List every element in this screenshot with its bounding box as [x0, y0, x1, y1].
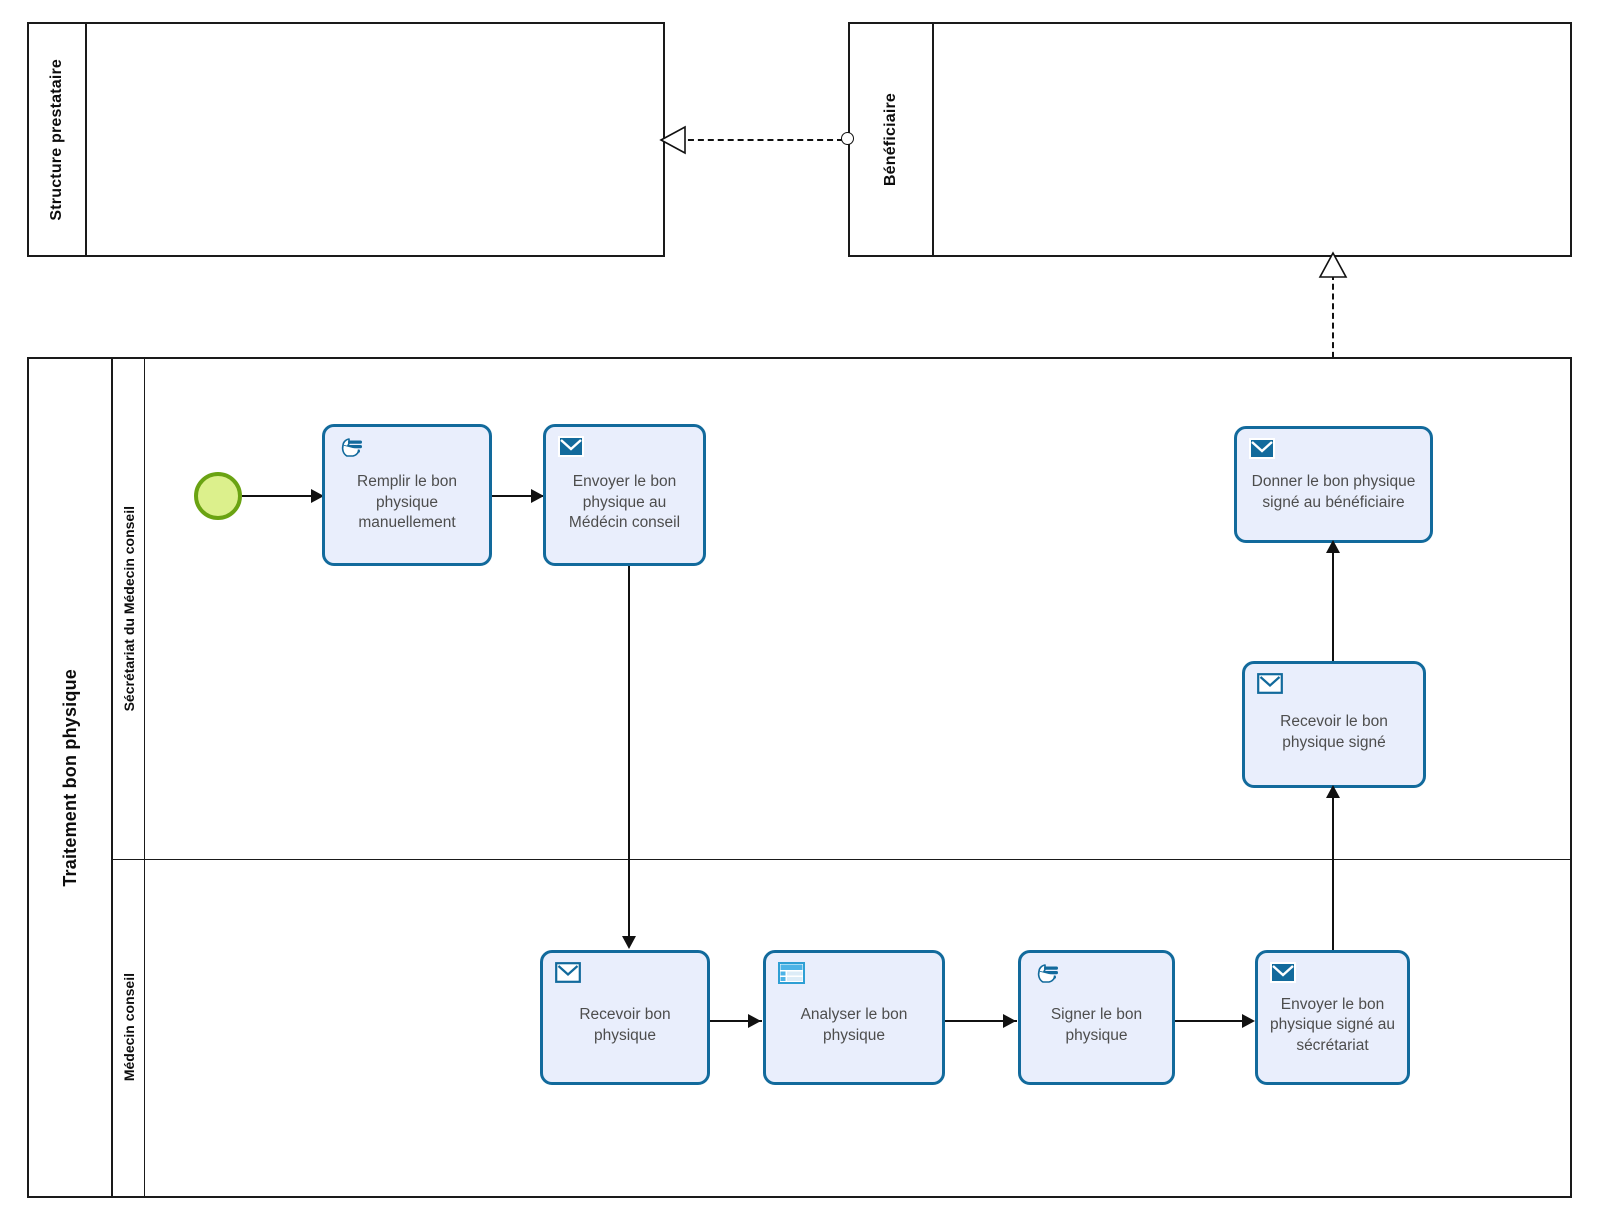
pool-header-beneficiaire: Bénéficiaire: [850, 24, 934, 255]
task-recevoir-bon-physique[interactable]: Recevoir bon physique: [540, 950, 710, 1085]
sequence-flow-line: [1175, 1020, 1247, 1022]
manual-task-hand-icon: [1033, 962, 1059, 984]
sequence-flow-line: [945, 1020, 1017, 1022]
task-label: Envoyer le bon physique au Médécin conse…: [568, 473, 681, 532]
receive-task-envelope-icon: [555, 962, 581, 984]
task-remplir-bon-physique[interactable]: Remplir le bon physique manuellement: [322, 424, 492, 566]
task-label: Signer le bon physique: [1050, 1006, 1143, 1044]
receive-task-envelope-icon: [1257, 673, 1283, 695]
lane-label-secretariat: Sécrétariat du Médecin conseil: [120, 506, 137, 712]
sequence-flow-line: [710, 1020, 762, 1022]
task-label: Analyser le bon physique: [800, 1006, 908, 1044]
pool-label-beneficiaire: Bénéficiaire: [882, 92, 899, 187]
task-analyser-bon-physique[interactable]: Analyser le bon physique: [763, 950, 945, 1085]
sequence-flow-arrowhead-icon: [531, 489, 544, 503]
send-task-envelope-icon: [1270, 962, 1296, 984]
pool-header-structure-prestataire: Structure prestataire: [29, 24, 87, 255]
task-envoyer-bon-medecin[interactable]: Envoyer le bon physique au Médécin conse…: [543, 424, 706, 566]
sequence-flow-line: [492, 495, 545, 497]
task-label: Donner le bon physique signé au bénéfici…: [1251, 473, 1416, 511]
message-flow-source-circle-icon: [841, 132, 854, 145]
manual-task-hand-icon: [337, 436, 363, 458]
pool-beneficiaire[interactable]: Bénéficiaire: [848, 22, 1572, 257]
lane-label-medecin-conseil: Médecin conseil: [120, 973, 137, 1082]
task-label: Remplir le bon physique manuellement: [357, 473, 457, 532]
lane-divider: [113, 859, 1570, 860]
task-envoyer-bon-signe-secretariat[interactable]: Envoyer le bon physique signé au sécréta…: [1255, 950, 1410, 1085]
task-label: Recevoir le bon physique signé: [1280, 713, 1388, 751]
lane-header-medecin-conseil: Médecin conseil: [113, 859, 145, 1196]
sequence-flow-arrowhead-icon: [1003, 1014, 1016, 1028]
task-signer-bon-physique[interactable]: Signer le bon physique: [1018, 950, 1175, 1085]
task-label: Envoyer le bon physique signé au sécréta…: [1270, 995, 1395, 1054]
pool-header-traitement-bon-physique: Traitement bon physique: [29, 359, 113, 1196]
sequence-flow-line: [1332, 543, 1334, 662]
user-task-form-icon: [778, 962, 805, 984]
pool-label-structure-prestataire: Structure prestataire: [48, 58, 65, 221]
message-flow-arrowhead-icon: [659, 125, 686, 155]
sequence-flow-arrowhead-icon: [1242, 1014, 1255, 1028]
message-flow-arrowhead-icon: [1318, 251, 1348, 278]
sequence-flow-arrowhead-icon: [748, 1014, 761, 1028]
sequence-flow-arrowhead-icon: [1326, 540, 1340, 553]
pool-structure-prestataire[interactable]: Structure prestataire: [27, 22, 665, 257]
pool-body-beneficiaire: [934, 24, 1570, 255]
start-event[interactable]: [194, 472, 242, 520]
send-task-envelope-icon: [1249, 438, 1275, 460]
sequence-flow-arrowhead-icon: [311, 489, 324, 503]
pool-body-structure-prestataire: [87, 24, 663, 255]
message-flow-line: [678, 139, 843, 141]
sequence-flow-line: [242, 495, 314, 497]
message-flow-line: [1332, 274, 1334, 426]
send-task-envelope-icon: [558, 436, 584, 458]
sequence-flow-arrowhead-icon: [622, 936, 636, 949]
task-label: Recevoir bon physique: [579, 1006, 671, 1044]
sequence-flow-line: [628, 566, 630, 944]
task-recevoir-bon-signe[interactable]: Recevoir le bon physique signé: [1242, 661, 1426, 788]
task-donner-bon-signe-beneficiaire[interactable]: Donner le bon physique signé au bénéfici…: [1234, 426, 1433, 543]
sequence-flow-line: [1332, 788, 1334, 955]
pool-label-traitement-bon-physique: Traitement bon physique: [59, 668, 80, 887]
sequence-flow-arrowhead-icon: [1326, 785, 1340, 798]
lane-header-secretariat: Sécrétariat du Médecin conseil: [113, 359, 145, 859]
